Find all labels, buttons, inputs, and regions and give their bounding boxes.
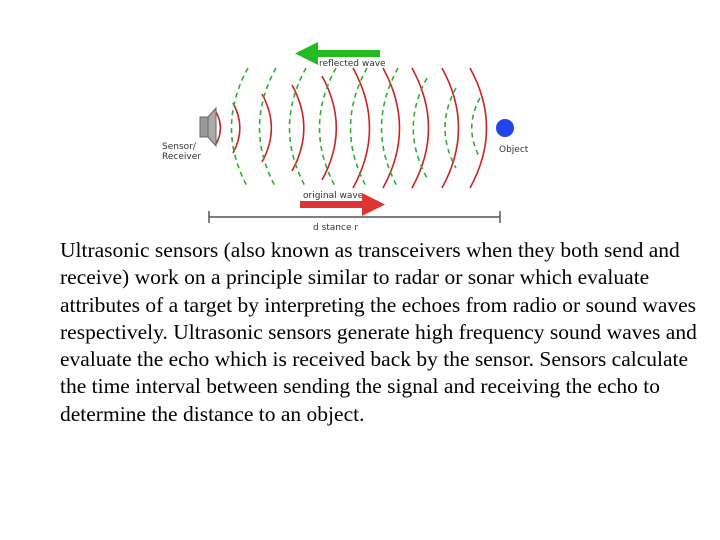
reflected-wave-arrow (295, 42, 380, 65)
object-dot (496, 119, 514, 137)
reflected-wave-front (412, 77, 428, 179)
original-wave-front (321, 75, 337, 181)
original-wave-front (215, 111, 222, 145)
reflected-wave-front (318, 67, 337, 189)
sensor-label-line1: Sensor/ (162, 142, 197, 152)
distance-line (208, 211, 501, 223)
original-wave-front (382, 67, 401, 189)
reflected-wave-front (258, 67, 277, 189)
reflected-arrow-shaft (312, 50, 380, 57)
reflected-wave-front (444, 87, 457, 169)
reflected-wave-front (349, 67, 368, 189)
reflected-arrow-head (295, 42, 318, 65)
original-wave-front (411, 67, 430, 189)
distance-label: d stance r (313, 223, 358, 233)
original-wave-front (469, 67, 488, 189)
original-arrow-head (362, 193, 385, 216)
original-wave-front (291, 84, 305, 172)
reflected-wave-label: reflected wave (319, 59, 386, 69)
ultrasonic-diagram: reflected wave Sensor/ Receiver Object o… (162, 42, 529, 233)
original-arrow-shaft (300, 201, 368, 208)
sensor-label-line2: Receiver (162, 152, 201, 162)
description-paragraph: Ultrasonic sensors (also known as transc… (60, 238, 697, 426)
original-wave-arrow (300, 193, 385, 216)
original-wave-label: original wave (303, 191, 364, 201)
wave-fronts (215, 67, 488, 189)
original-wave-front (352, 67, 371, 189)
sensor-icon (199, 106, 217, 148)
original-wave-front (232, 102, 241, 154)
reflected-wave-front (471, 97, 481, 159)
original-wave-front (261, 93, 273, 163)
reflected-wave-front (380, 67, 399, 189)
original-wave-front (441, 67, 460, 189)
reflected-wave-front (288, 67, 307, 189)
reflected-wave-front (230, 67, 249, 189)
object-label: Object (499, 145, 529, 155)
